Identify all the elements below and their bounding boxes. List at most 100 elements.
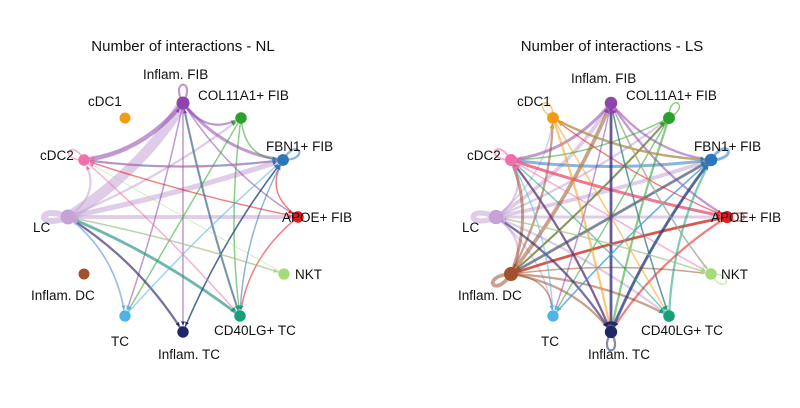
edge-inflam-tc-to-fbn1-fib [609, 164, 709, 334]
node-label-fbn1-fib: FBN1+ FIB [266, 139, 333, 154]
edge-cdc2-to-cd40lg-tc [83, 159, 237, 312]
edge-inflam-fib-to-cdc2 [516, 101, 613, 161]
edge-layer [41, 83, 301, 334]
node-label-cdc1: cDC1 [88, 94, 122, 109]
node-inflam-tc [177, 326, 189, 338]
node-label-nkt: NKT [295, 267, 322, 282]
node-apoe-fib [720, 210, 734, 224]
edge-inflam-dc-to-nkt [510, 266, 705, 275]
edge-nkt-to-lc [502, 217, 712, 275]
node-lc [60, 209, 76, 225]
node-inflam-tc [604, 325, 618, 339]
node-nkt [278, 268, 290, 280]
edge-cdc2-to-cdc2 [493, 148, 513, 162]
node-tc [547, 310, 559, 322]
node-label-cdc1: cDC1 [517, 94, 551, 109]
edge-cdc2-to-fbn1-fib [83, 159, 277, 168]
node-inflam-fib [176, 96, 190, 110]
node-label-col11a1-fib: COL11A1+ FIB [626, 88, 717, 103]
edge-apoe-fib-to-fbn1-fib [275, 165, 299, 218]
edge-inflam-fib-to-tc [554, 102, 612, 311]
edge-lc-to-lc [41, 209, 71, 225]
edge-cd40lg-tc-to-fbn1-fib [667, 165, 709, 318]
node-apoe-fib [292, 211, 304, 223]
edge-inflam-fib-to-inflam-fib [177, 83, 189, 105]
node-label-inflam-tc: Inflam. TC [588, 347, 650, 362]
edge-col11a1-fib-to-fbn1-fib [240, 117, 277, 161]
edge-apoe-fib-to-cd40lg-tc [239, 216, 299, 310]
node-inflam-fib [604, 96, 618, 110]
edge-col11a1-fib-to-tc [127, 117, 242, 311]
node-label-cdc2: cDC2 [467, 148, 501, 163]
edge-lc-to-cdc1 [495, 124, 554, 218]
edge-inflam-dc-to-inflam-fib [509, 107, 611, 276]
node-label-tc: TC [541, 334, 559, 349]
edge-apoe-fib-to-cdc1 [557, 121, 728, 218]
edge-cd40lg-tc-to-lc [72, 218, 242, 318]
edge-col11a1-fib-to-cd40lg-tc [233, 117, 242, 310]
edge-cd40lg-tc-to-inflam-fib [183, 109, 241, 317]
edge-layer [470, 101, 745, 352]
edge-fbn1-fib-to-fbn1-fib [281, 148, 301, 162]
edge-inflam-dc-to-cdc2 [509, 165, 525, 276]
edge-inflam-tc-to-lc [500, 219, 613, 334]
edge-nkt-to-cdc2 [89, 163, 285, 275]
node-label-inflam-dc: Inflam. DC [31, 288, 95, 303]
edge-inflam-fib-to-cd40lg-tc [610, 102, 668, 311]
node-fbn1-fib [704, 153, 718, 167]
edge-lc-to-inflam-fib [494, 107, 610, 219]
node-label-inflam-fib: Inflam. FIB [571, 71, 636, 86]
edge-fbn1-fib-to-inflam-dc [515, 158, 713, 272]
edge-cdc2-to-apoe-fib [509, 158, 722, 217]
network-panel-nl: Number of interactions - NL Inflam. FIBC… [31, 38, 352, 362]
edge-cdc1-to-cdc1 [541, 101, 554, 119]
node-inflam-dc [78, 268, 90, 280]
node-label-inflam-dc: Inflam. DC [458, 288, 522, 303]
node-cdc2 [78, 154, 90, 166]
edge-lc-to-lc [470, 210, 499, 224]
node-label-inflam-tc: Inflam. TC [158, 347, 220, 362]
node-col11a1-fib [235, 112, 247, 124]
edge-inflam-tc-to-lc [72, 219, 185, 334]
node-inflam-dc [503, 266, 519, 282]
edge-nkt-to-lc [74, 217, 285, 275]
edge-col11a1-fib-to-inflam-dc [515, 117, 670, 271]
edge-tc-to-lc [72, 220, 126, 317]
panel-title-nl: Number of interactions - NL [91, 38, 274, 55]
edge-fbn1-fib-to-cdc2 [516, 158, 713, 168]
node-cdc1 [119, 112, 131, 124]
node-layer [488, 96, 734, 339]
edge-cdc2-to-cdc2 [67, 148, 85, 161]
edge-nkt-to-nkt [710, 273, 728, 285]
network-panel-ls: Number of interactions - LS Inflam. FIB C… [458, 38, 781, 362]
edge-col11a1-fib-to-col11a1-fib [668, 101, 681, 119]
edge-inflam-fib-to-fbn1-fib [609, 101, 706, 161]
edge-cdc1-to-inflam-tc [551, 116, 611, 327]
edge-inflam-tc-to-fbn1-fib [182, 164, 280, 333]
edge-cdc2-to-nkt [510, 159, 706, 272]
edge-lc-to-inflam-fib [62, 103, 185, 223]
node-label-apoe-fib: APOE+ FIB [711, 210, 781, 225]
node-label-lc: LC [462, 220, 480, 235]
node-label-cdc2: cDC2 [40, 148, 74, 163]
edge-col11a1-fib-to-inflam-tc [611, 116, 671, 327]
node-fbn1-fib [277, 154, 289, 166]
node-nkt [705, 268, 717, 280]
node-cd40lg-tc [234, 310, 246, 322]
edge-apoe-fib-to-inflam-tc [613, 215, 729, 328]
node-label-lc: LC [33, 220, 51, 235]
edge-inflam-tc-to-cdc2 [514, 164, 613, 334]
edge-apoe-fib-to-inflam-dc [516, 215, 729, 273]
node-label-apoe-fib: APOE+ FIB [282, 210, 352, 225]
panel-title-ls: Number of interactions - LS [521, 38, 704, 55]
edge-cdc1-to-fbn1-fib [551, 116, 706, 162]
edge-nkt-to-inflam-fib [612, 108, 712, 275]
edge-inflam-dc-to-inflam-dc [490, 272, 513, 288]
edge-inflam-tc-to-inflam-tc [605, 330, 617, 352]
edge-tc-to-fbn1-fib [552, 163, 707, 317]
edge-inflam-fib-to-tc [126, 102, 184, 311]
node-lc [488, 209, 504, 225]
node-layer [60, 96, 304, 338]
